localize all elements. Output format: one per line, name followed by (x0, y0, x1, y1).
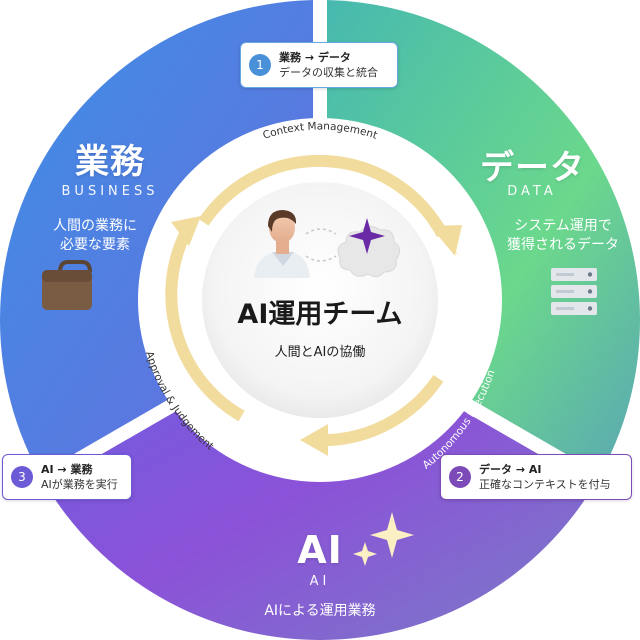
data-subtitle: DATA (507, 184, 557, 199)
callout-title: AI → 業務 (41, 463, 93, 476)
business-description: 人間の業務に 必要な要素 (53, 218, 137, 253)
callout-title: データ → AI (479, 463, 542, 476)
center-subtitle: 人間とAIの協働 (274, 345, 366, 360)
center-title: AI運用チーム (237, 299, 403, 330)
brain-sparkle-icon (337, 218, 400, 278)
server-icon (551, 268, 597, 315)
callout-text: AIが業務を実行 (41, 478, 118, 491)
callout-number: 3 (11, 466, 33, 488)
data-title: データ (480, 148, 585, 188)
person-icon (254, 210, 310, 278)
callout-text: データの収集と統合 (279, 66, 378, 79)
callout-number: 2 (449, 466, 471, 488)
ai-subtitle: AI (309, 574, 331, 589)
business-subtitle: BUSINESS (61, 184, 159, 199)
cycle-label-approval: Approval & Judgement (143, 350, 216, 453)
briefcase-icon (42, 260, 92, 310)
ai-description: AIによる運用業務 (264, 603, 376, 619)
callout-business-to-data: 1 業務 → データ データの収集と統合 (240, 42, 398, 88)
data-description: システム運用で 獲得されるデータ (507, 218, 619, 253)
ai-title: AI (297, 528, 343, 572)
callout-text: 正確なコンテキストを付与 (479, 478, 611, 491)
business-title: 業務 (75, 142, 145, 182)
callout-data-to-ai: 2 データ → AI 正確なコンテキストを付与 (440, 454, 632, 500)
sparkle-icon (353, 512, 414, 566)
cycle-arrows (165, 154, 448, 447)
callout-number: 1 (249, 54, 271, 76)
callout-ai-to-business: 3 AI → 業務 AIが業務を実行 (2, 454, 132, 500)
cycle-arrowheads (171, 216, 462, 456)
callout-title: 業務 → データ (279, 51, 351, 64)
cycle-label-context: Context Management (261, 120, 378, 141)
